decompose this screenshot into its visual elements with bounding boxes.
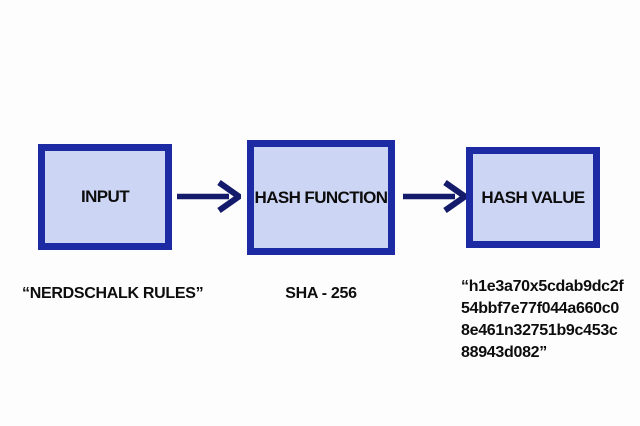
arrow-hash-function-to-hash-value	[403, 180, 467, 213]
hash-function-box-label: HASH FUNCTION	[254, 187, 389, 207]
hash-value-caption-line-2: 54bbf7e77f044a660c0	[461, 300, 619, 317]
arrow-head-icon	[217, 180, 241, 213]
arrow-input-to-hash-function	[177, 180, 241, 213]
arrow-head-icon	[443, 180, 467, 213]
hash-value-caption-line-4: 88943d082”	[461, 344, 547, 361]
input-box-label: INPUT	[80, 187, 130, 206]
input-box: INPUT	[38, 144, 172, 250]
hash-value-caption: “h1e3a70x5cdab9dc2f 54bbf7e77f044a660c0 …	[461, 276, 639, 364]
input-caption: “NERDSCHALK RULES”	[22, 285, 204, 302]
hash-value-box: HASH VALUE	[466, 147, 600, 248]
hash-value-box-label: HASH VALUE	[481, 187, 585, 207]
hash-value-caption-line-1: “h1e3a70x5cdab9dc2f	[461, 278, 624, 295]
hash-function-box: HASH FUNCTION	[247, 140, 395, 255]
hash-value-caption-line-3: 8e461n32751b9c453c	[461, 322, 618, 339]
hash-function-caption: SHA - 256	[285, 285, 357, 302]
